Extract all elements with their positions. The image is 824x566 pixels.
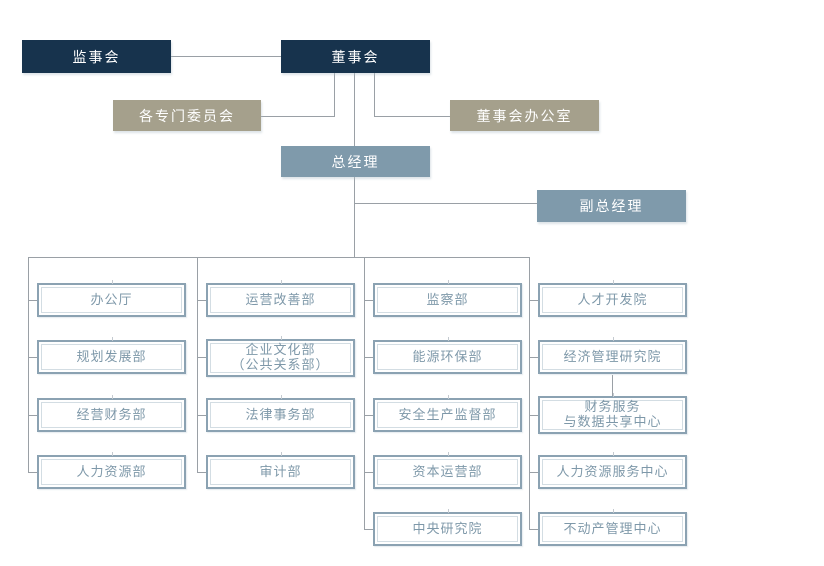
dept-label: 不动产管理中心	[563, 520, 662, 536]
connector-line	[197, 357, 206, 358]
dept-node: 企业文化部 （公共关系部）	[206, 336, 355, 377]
dept-node: 人力资源部	[37, 452, 186, 489]
connector-line	[374, 73, 375, 116]
node-board-of-directors: 董事会	[281, 40, 430, 73]
node-label: 董事会	[331, 48, 380, 65]
connector-line	[364, 300, 373, 301]
dept-node: 能源环保部	[373, 337, 522, 374]
connector-line	[197, 472, 206, 473]
node-general-manager: 总经理	[281, 146, 430, 177]
connector-line	[28, 300, 37, 301]
connector-line	[28, 257, 29, 472]
dept-node: 法律事务部	[206, 395, 355, 432]
node-board-office: 董事会办公室	[450, 100, 599, 131]
connector-line	[171, 56, 281, 57]
connector-line	[529, 257, 530, 529]
connector-line	[529, 415, 538, 416]
dept-label: 审计部	[259, 463, 302, 479]
dept-label: 安全生产监督部	[398, 406, 497, 422]
connector-line	[28, 257, 530, 258]
dept-label: 中央研究院	[412, 520, 483, 536]
dept-label: 规划发展部	[76, 348, 147, 364]
dept-label: 法律事务部	[245, 406, 316, 422]
connector-line	[197, 257, 198, 472]
connector-line	[261, 116, 335, 117]
dept-node: 安全生产监督部	[373, 395, 522, 432]
dept-label: 经营财务部	[76, 406, 147, 422]
dept-label: 经济管理研究院	[563, 348, 662, 364]
dept-node: 审计部	[206, 452, 355, 489]
dept-node: 经营财务部	[37, 395, 186, 432]
node-label: 监事会	[72, 48, 121, 65]
dept-node: 监察部	[373, 280, 522, 317]
dept-node: 人才开发院	[538, 280, 687, 317]
node-deputy-general-manager: 副总经理	[537, 190, 686, 222]
connector-line	[364, 357, 373, 358]
connector-line	[28, 472, 37, 473]
dept-node: 资本运营部	[373, 452, 522, 489]
node-label: 董事会办公室	[476, 107, 573, 124]
connector-line	[529, 472, 538, 473]
dept-node: 财务服务 与数据共享中心	[538, 393, 687, 434]
connector-line	[354, 203, 537, 204]
connector-line	[28, 415, 37, 416]
connector-line	[374, 116, 450, 117]
dept-label: 资本运营部	[412, 463, 483, 479]
connector-line	[529, 357, 538, 358]
dept-label: 能源环保部	[412, 348, 483, 364]
connector-line	[529, 300, 538, 301]
connector-line	[197, 415, 206, 416]
node-label: 副总经理	[579, 198, 644, 214]
dept-label: 人力资源服务中心	[556, 463, 669, 479]
dept-node: 人力资源服务中心	[538, 452, 687, 489]
dept-label: 财务服务 与数据共享中心	[563, 399, 662, 429]
connector-line	[354, 73, 355, 146]
node-supervisory-board: 监事会	[22, 40, 171, 73]
node-label: 总经理	[331, 153, 380, 170]
dept-node: 不动产管理中心	[538, 509, 687, 546]
dept-node: 经济管理研究院	[538, 337, 687, 374]
dept-node: 规划发展部	[37, 337, 186, 374]
dept-label: 办公厅	[90, 291, 133, 307]
node-label: 各专门委员会	[139, 107, 235, 124]
connector-line	[364, 257, 365, 529]
connector-line	[28, 357, 37, 358]
connector-line	[354, 177, 355, 258]
node-special-committees: 各专门委员会	[113, 100, 261, 131]
connector-line	[364, 415, 373, 416]
connector-line	[529, 529, 538, 530]
dept-label: 人才开发院	[577, 291, 648, 307]
connector-line	[612, 375, 613, 396]
dept-node: 运营改善部	[206, 280, 355, 317]
connector-line	[364, 472, 373, 473]
dept-label: 监察部	[426, 291, 469, 307]
dept-label: 人力资源部	[76, 463, 147, 479]
connector-line	[334, 73, 335, 116]
dept-node: 办公厅	[37, 280, 186, 317]
connector-line	[364, 529, 373, 530]
connector-line	[197, 300, 206, 301]
dept-label: 运营改善部	[245, 291, 316, 307]
dept-node: 中央研究院	[373, 509, 522, 546]
dept-label: 企业文化部 （公共关系部）	[231, 342, 330, 372]
